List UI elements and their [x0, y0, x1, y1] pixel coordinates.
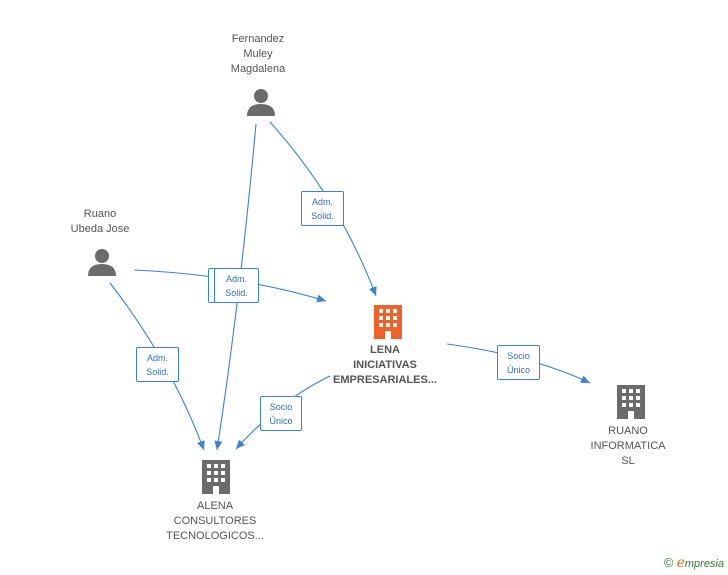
brand-e: e	[676, 555, 685, 571]
node-label-fernandez[interactable]: Fernandez Muley Magdalena	[230, 33, 286, 75]
person-icon[interactable]	[88, 249, 116, 276]
edge-label-fernandez-lena[interactable]: Adm. Solid.	[301, 191, 344, 226]
edge-label-ruanojose-lena[interactable]: Adm. Solid.	[214, 268, 259, 303]
node-label-ruano-jose[interactable]: Ruano Ubeda Jose	[70, 208, 130, 235]
copyright-icon: ©	[663, 555, 674, 570]
brand-name: mpresia	[684, 558, 724, 570]
edges	[109, 121, 591, 451]
building-icon[interactable]	[202, 460, 230, 494]
edge-label-ruanojose-alena[interactable]: Adm. Solid.	[136, 347, 179, 382]
edge-label-lena-ruanoinf[interactable]: Socio Único	[497, 345, 540, 380]
edge-label-lena-alena[interactable]: Socio Único	[260, 396, 302, 431]
node-label-lena[interactable]: LENA INICIATIVAS EMPRESARIALES...	[333, 344, 437, 386]
brand-logo: © empresia	[664, 555, 724, 571]
node-label-alena[interactable]: ALENA CONSULTORES TECNOLOGICOS...	[166, 500, 264, 542]
building-icon[interactable]	[617, 385, 645, 419]
person-icon[interactable]	[247, 89, 275, 116]
building-icon[interactable]	[374, 305, 402, 339]
node-label-ruano-informatica[interactable]: RUANO INFORMATICA SL	[590, 425, 666, 467]
